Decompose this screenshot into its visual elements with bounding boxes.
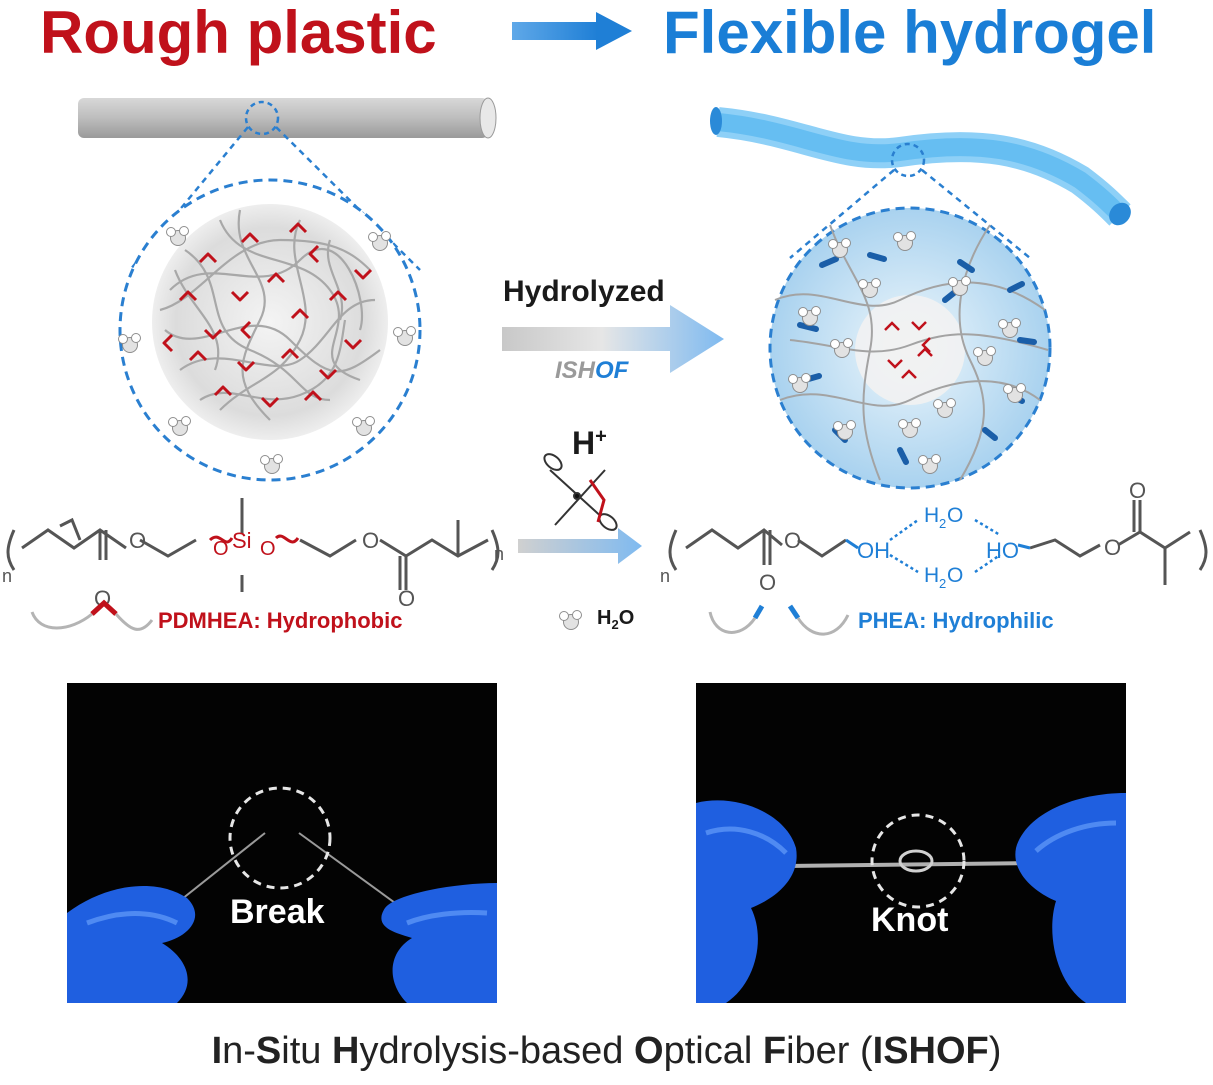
hydrophilic-network-zoom [768,206,1052,490]
carbonyl-o-r2: O [1129,478,1146,503]
phea-structure [668,500,1208,585]
right-glove [381,883,497,1003]
break-label: Break [230,893,325,931]
o-left-si: O [213,538,229,560]
break-circle [228,786,332,890]
left-glove [696,800,797,1003]
water-molecule-icon [559,610,582,630]
diagram-canvas: O O Si O O O O n n O O O O OH HO H 2 O H… [2,12,1208,636]
hydroxyl-ho: HO [986,538,1019,563]
water-bridge-top: H 2 O [924,504,963,531]
title-rough-plastic: Rough plastic [40,0,437,66]
ester-o-left: O [129,528,146,553]
svg-text:2: 2 [939,516,946,531]
knot-circle [870,813,966,909]
pdmhea-structure [6,498,500,592]
right-glove [1015,793,1126,1003]
svg-text:H: H [924,564,939,587]
hydrolyzed-label: Hydrolyzed [503,275,665,308]
carbonyl-o-right: O [398,586,415,611]
repeat-n-right: n [660,566,670,586]
ester-o-right: O [784,528,801,553]
si-atom: Si [232,528,252,553]
ester-o-mid: O [362,528,379,553]
scissors-icon [543,453,618,531]
hydrophilic-chain-legend [708,604,850,636]
carbonyl-o-r1: O [759,570,776,595]
pdmhea-label: PDMHEA: Hydrophobic [158,608,403,633]
knot-label: Knot [871,901,949,939]
water-bridge-bottom: H 2 O [924,564,963,591]
title-arrow-shaft [512,22,598,40]
water-legend-label: H2O [597,607,635,632]
ester-o-far-right: O [1104,535,1121,560]
reaction-arrow [518,528,642,564]
photo-knot: Knot [696,683,1126,1003]
footer-caption: In-Situ Hydrolysis-based Optical Fiber (… [211,1030,1002,1072]
photo-break: Break [67,683,497,1003]
fiber-zoom-circle [890,142,926,178]
left-glove [67,886,196,1003]
hydrogel-fiber [710,107,1131,226]
o-right-si: O [260,538,276,560]
title-arrow-head [596,12,632,50]
rod-zoom-circle [244,100,280,136]
svg-text:H: H [924,504,939,527]
ishof-label: ISHOF [555,357,629,384]
hydrolyzed-arrow [502,305,724,373]
svg-text:O: O [947,564,963,587]
repeat-n-left: n [2,566,12,586]
hydroxyl-oh: OH [857,538,890,563]
hydrophobic-network-zoom [118,178,422,482]
phea-label: PHEA: Hydrophilic [858,608,1054,633]
repeat-n-mid: n [494,544,504,564]
svg-text:O: O [947,504,963,527]
proton-catalyst-label: H+ [572,425,607,461]
plastic-fiber-rod [78,97,497,139]
title-flexible-hydrogel: Flexible hydrogel [663,0,1157,66]
hydrophobic-chain-legend [30,599,154,631]
svg-text:2: 2 [939,576,946,591]
